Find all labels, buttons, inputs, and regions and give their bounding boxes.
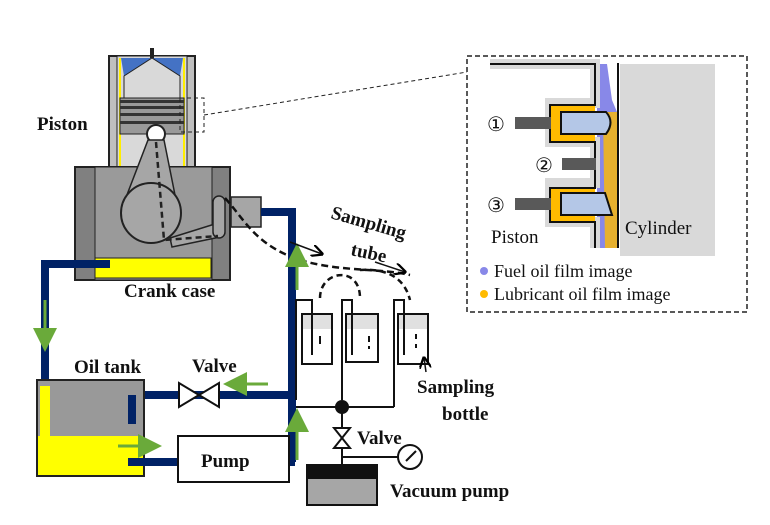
flow-arrows xyxy=(33,243,309,460)
valve-lower-icon xyxy=(331,427,353,449)
legend-lubricant-oil-dot xyxy=(480,290,488,298)
piston-body xyxy=(119,97,185,144)
sampling-tube-branch xyxy=(359,268,412,301)
inset-piston-ring-detail xyxy=(466,55,748,313)
inset-ring-1: ① xyxy=(487,114,505,136)
label-valve-upper: Valve xyxy=(192,356,237,377)
label-sampling-tube-2: tube xyxy=(349,239,388,267)
legend-lubricant-oil-label: Lubricant oil film image xyxy=(494,284,670,304)
engine-cylinder xyxy=(108,48,196,170)
pump-box xyxy=(177,435,290,483)
label-oil-tank: Oil tank xyxy=(74,357,141,378)
sampling-bottle xyxy=(301,313,333,365)
label-piston: Piston xyxy=(37,114,88,135)
sampling-bottle xyxy=(345,313,379,363)
oil-tank xyxy=(36,379,180,477)
piston-ring-highlight-box xyxy=(179,97,205,133)
label-crank-case: Crank case xyxy=(124,281,215,302)
sampling-tube-pointer xyxy=(374,261,405,272)
legend-fuel-oil-label: Fuel oil film image xyxy=(494,261,632,281)
inset-label-cylinder: Cylinder xyxy=(625,218,692,239)
label-sampling-bottle-1: Sampling xyxy=(417,377,495,398)
inset-ring-3: ③ xyxy=(487,195,505,217)
crank-case xyxy=(74,139,262,281)
label-sampling-bottle-2: bottle xyxy=(442,404,488,425)
label-valve-lower: Valve xyxy=(357,428,402,449)
label-sampling-tube-1: Sampling xyxy=(329,203,409,245)
legend-fuel-oil-dot xyxy=(480,267,488,275)
valve-upper-icon xyxy=(178,381,220,409)
inset-ring-2: ② xyxy=(535,155,553,177)
sampling-tube-pointer xyxy=(289,241,322,254)
label-vacuum-pump: Vacuum pump xyxy=(390,481,509,502)
inset-leader-line xyxy=(203,71,468,116)
label-pump: Pump xyxy=(201,451,250,472)
pressure-gauge-icon xyxy=(397,444,423,470)
inset-label-piston: Piston xyxy=(491,227,539,248)
sampling-bottle-pointer xyxy=(424,358,426,373)
sampling-tube-branch xyxy=(318,273,362,299)
sampling-bottle xyxy=(397,313,429,365)
vacuum-pump xyxy=(306,464,378,506)
